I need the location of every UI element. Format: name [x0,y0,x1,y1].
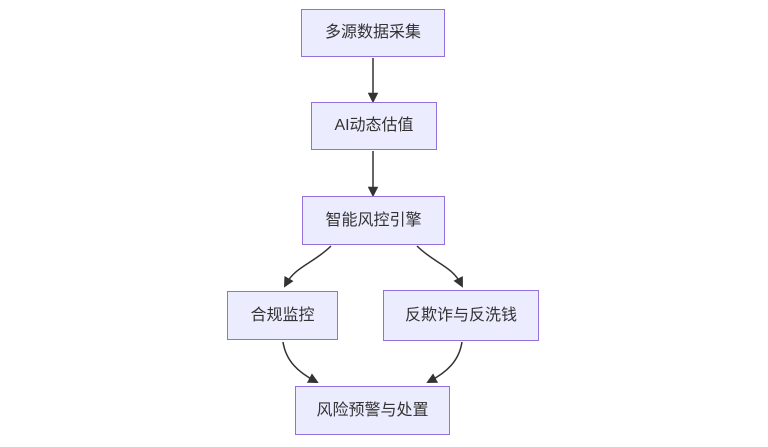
node-ai-valuation-label: AI动态估值 [334,117,414,135]
node-compliance-label: 合规监控 [250,306,315,324]
node-risk-engine-label: 智能风控引擎 [325,211,422,229]
edge-risk-engine-to-antifraud-aml [416,245,463,288]
edge-risk-engine-to-compliance [283,245,332,288]
node-antifraud-aml-label: 反欺诈与反洗钱 [404,306,517,324]
node-ai-valuation: AI动态估值 [311,102,437,150]
node-risk-disposal: 风险预警与处置 [295,386,450,435]
edge-compliance-to-risk-disposal [282,341,319,383]
node-risk-disposal-label: 风险预警与处置 [316,401,429,419]
node-compliance: 合规监控 [227,291,338,340]
node-data-collection: 多源数据采集 [301,9,445,57]
node-data-collection-label: 多源数据采集 [324,24,421,42]
edge-antifraud-aml-to-risk-disposal [426,341,463,383]
node-risk-engine: 智能风控引擎 [302,196,445,245]
node-antifraud-aml: 反欺诈与反洗钱 [383,290,539,341]
